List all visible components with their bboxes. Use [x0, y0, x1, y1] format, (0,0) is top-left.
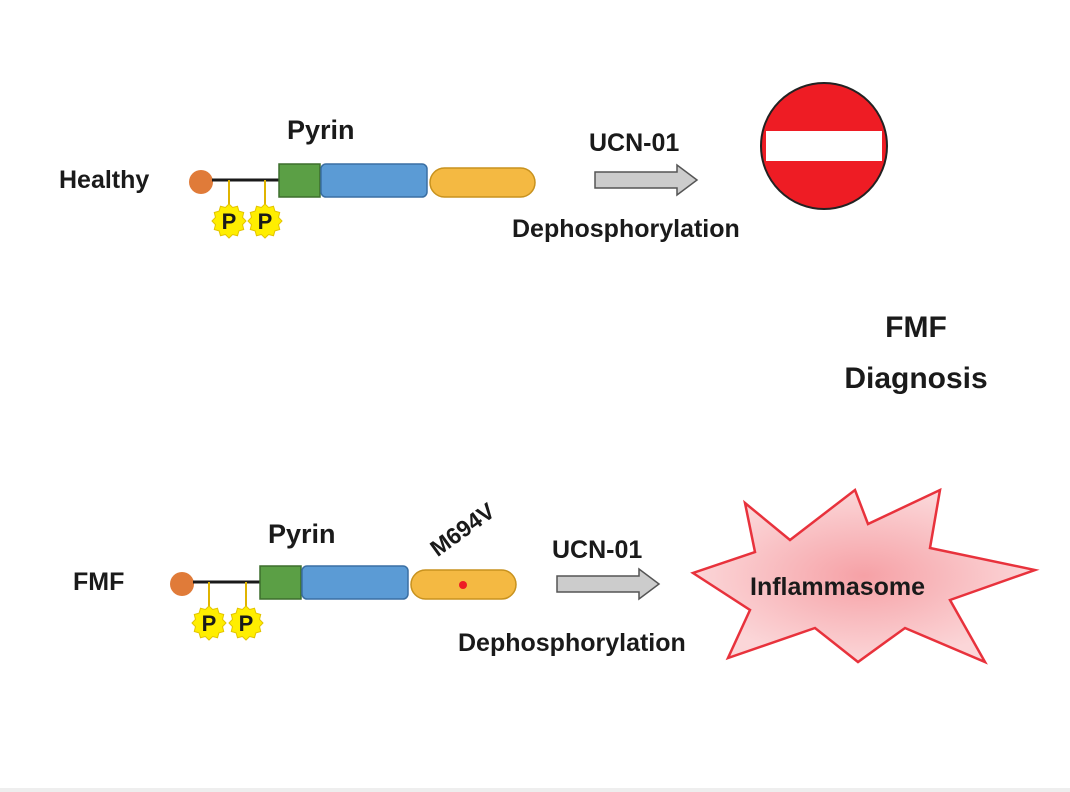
phospho-label: P: [239, 611, 254, 636]
fmf-process-label: Dephosphorylation: [458, 629, 686, 657]
fmf-pyrin-protein: P P: [170, 565, 517, 641]
mutation-label: M694V: [425, 497, 500, 561]
healthy-pyrin-protein: P P: [189, 163, 536, 239]
healthy-protein-label: Pyrin: [287, 115, 355, 145]
fmf-domain-blue: [301, 565, 409, 600]
fmf-domain-green: [259, 565, 302, 600]
healthy-process-label: Dephosphorylation: [512, 215, 740, 243]
phospho-label: P: [222, 209, 237, 234]
no-entry-icon: [760, 82, 888, 210]
healthy-arrow: [594, 163, 699, 197]
healthy-phospho-badge-1: P: [211, 203, 247, 239]
healthy-row-label: Healthy: [59, 166, 150, 194]
inflammasome-burst: [690, 487, 1040, 665]
fmf-phospho-badge-2: P: [228, 605, 264, 641]
fmf-protein-label: Pyrin: [268, 519, 336, 549]
bottom-divider: [0, 788, 1070, 792]
fmf-drug-label: UCN-01: [552, 536, 643, 564]
inflammasome-label: Inflammasome: [750, 573, 926, 601]
phospho-label: P: [258, 209, 273, 234]
healthy-phospho-badge-2: P: [247, 203, 283, 239]
healthy-domain-green: [278, 163, 321, 198]
mutation-dot: [459, 581, 467, 589]
healthy-domain-yellow: [429, 167, 536, 198]
healthy-drug-label: UCN-01: [589, 129, 680, 157]
phospho-label: P: [202, 611, 217, 636]
healthy-linker-ball: [189, 170, 213, 194]
fmf-arrow: [556, 567, 661, 601]
conclusion-line-1: FMF: [885, 311, 947, 344]
fmf-phospho-badge-1: P: [191, 605, 227, 641]
fmf-row-label: FMF: [73, 568, 125, 596]
fmf-linker-ball: [170, 572, 194, 596]
healthy-domain-blue: [320, 163, 428, 198]
conclusion-line-2: Diagnosis: [844, 362, 988, 395]
